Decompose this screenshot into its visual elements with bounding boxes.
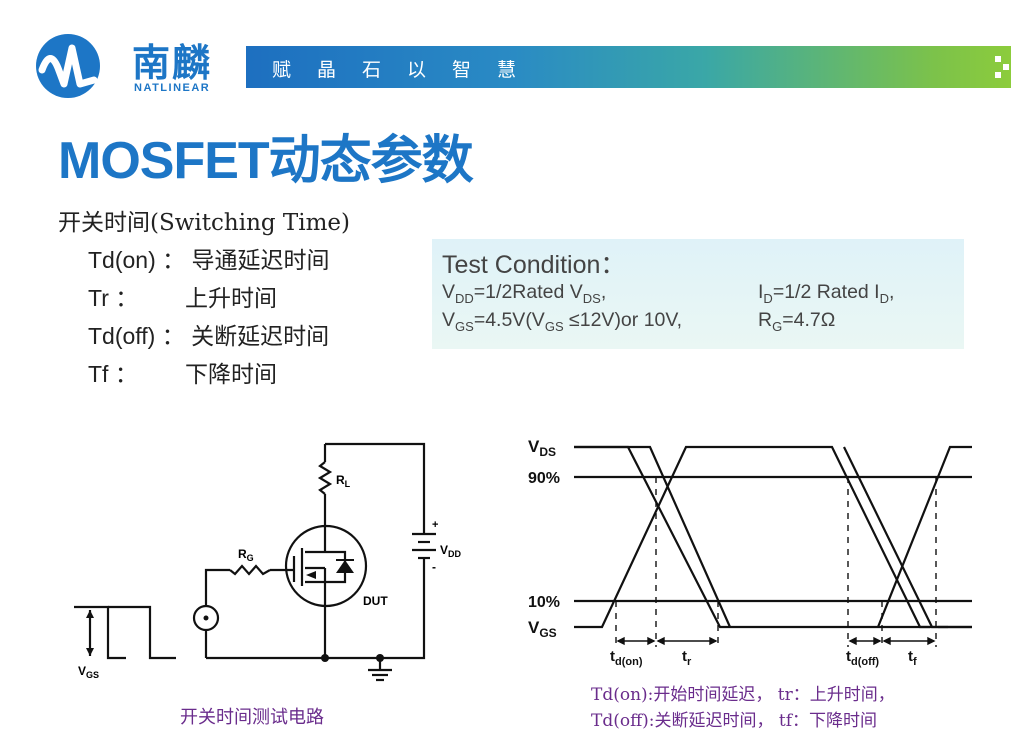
logo-mark-icon xyxy=(36,34,100,98)
company-logo: 南麟 NATLINEAR xyxy=(24,30,224,98)
item-symbol: Tr xyxy=(88,285,109,311)
label-vgs: VGS xyxy=(78,664,99,680)
label-tf: tf xyxy=(908,648,917,668)
label-td-on: td(on) xyxy=(610,648,643,668)
wire-right xyxy=(325,564,426,660)
list-item: Tf ： xyxy=(88,355,138,389)
test-condition-box: Test Condition： VDD=1/2Rated VDS, ID=1/2… xyxy=(432,239,964,349)
label-minus: - xyxy=(432,560,436,574)
label-vgs: VGS xyxy=(528,618,557,640)
label-rg: RG xyxy=(238,547,254,563)
item-description: 下降时间 xyxy=(185,362,277,388)
logo-chinese-name: 南麟 xyxy=(132,41,213,85)
page-title: MOSFET动态参数 xyxy=(58,132,474,190)
condition-id: ID=1/2 Rated ID, xyxy=(758,281,895,306)
circuit-caption: 开关时间测试电路 xyxy=(180,707,324,728)
diode-triangle xyxy=(336,560,354,573)
list-item: Tr ： xyxy=(88,279,138,313)
waveform-caption-line2: Td(off):关断延迟时间， tf：下降时间 xyxy=(591,711,878,731)
waveform-caption: Td(on):开始时间延迟， tr：上升时间， Td(off):关断延迟时间， … xyxy=(591,682,895,734)
item-separator: ： xyxy=(115,286,139,312)
test-condition-title: Test Condition： xyxy=(442,251,626,279)
item-symbol: Td(off) xyxy=(88,323,156,349)
label-td-off: td(off) xyxy=(846,648,879,668)
label-dut: DUT xyxy=(363,594,388,608)
condition-vdd: VDD=1/2Rated VDS, xyxy=(442,281,607,306)
item-separator: ： xyxy=(161,324,185,350)
item-symbol: Tf xyxy=(88,361,109,387)
switching-test-circuit: RL RG + - VDD DUT VGS xyxy=(74,442,462,682)
gate-pulse xyxy=(74,605,126,660)
label-rl: RL xyxy=(336,473,351,489)
resistor-rl xyxy=(317,461,333,495)
item-separator: ： xyxy=(162,248,186,274)
label-vdd: VDD xyxy=(440,543,462,559)
item-symbol: Td(on) xyxy=(88,247,156,273)
item-description: 关断延迟时间 xyxy=(191,324,330,350)
switching-heading: 开关时间(Switching Time) xyxy=(58,210,351,236)
item-separator: ： xyxy=(114,362,138,388)
label-tr: tr xyxy=(682,648,692,668)
item-description: 导通延迟时间 xyxy=(191,248,330,274)
slogan: 赋晶石以智慧 xyxy=(272,59,543,81)
label-plus: + xyxy=(432,519,438,531)
banner-decoration-icon xyxy=(995,56,1009,78)
item-description: 上升时间 xyxy=(185,286,277,312)
label-90-percent: 90% xyxy=(528,470,560,487)
wire-top xyxy=(325,442,426,534)
logo-english-name: NATLINEAR xyxy=(134,82,211,94)
condition-vgs: VGS=4.5V(VGS ≤12V)or 10V, xyxy=(442,309,683,334)
condition-rg: RG=4.7Ω xyxy=(758,309,836,334)
header-banner: 赋晶石以智慧 xyxy=(246,46,1011,88)
label-vds: VDS xyxy=(528,437,556,459)
label-10-percent: 10% xyxy=(528,594,560,611)
waveform-caption-line1: Td(on):开始时间延迟， tr：上升时间， xyxy=(591,685,895,705)
list-item: Td(off) ： 关断延迟时间 xyxy=(88,317,329,351)
switching-waveform: VDS 90% 10% VGS td(on) tr td(off) tf xyxy=(528,437,972,668)
list-item: Td(on) ： 导通延迟时间 xyxy=(88,241,330,275)
